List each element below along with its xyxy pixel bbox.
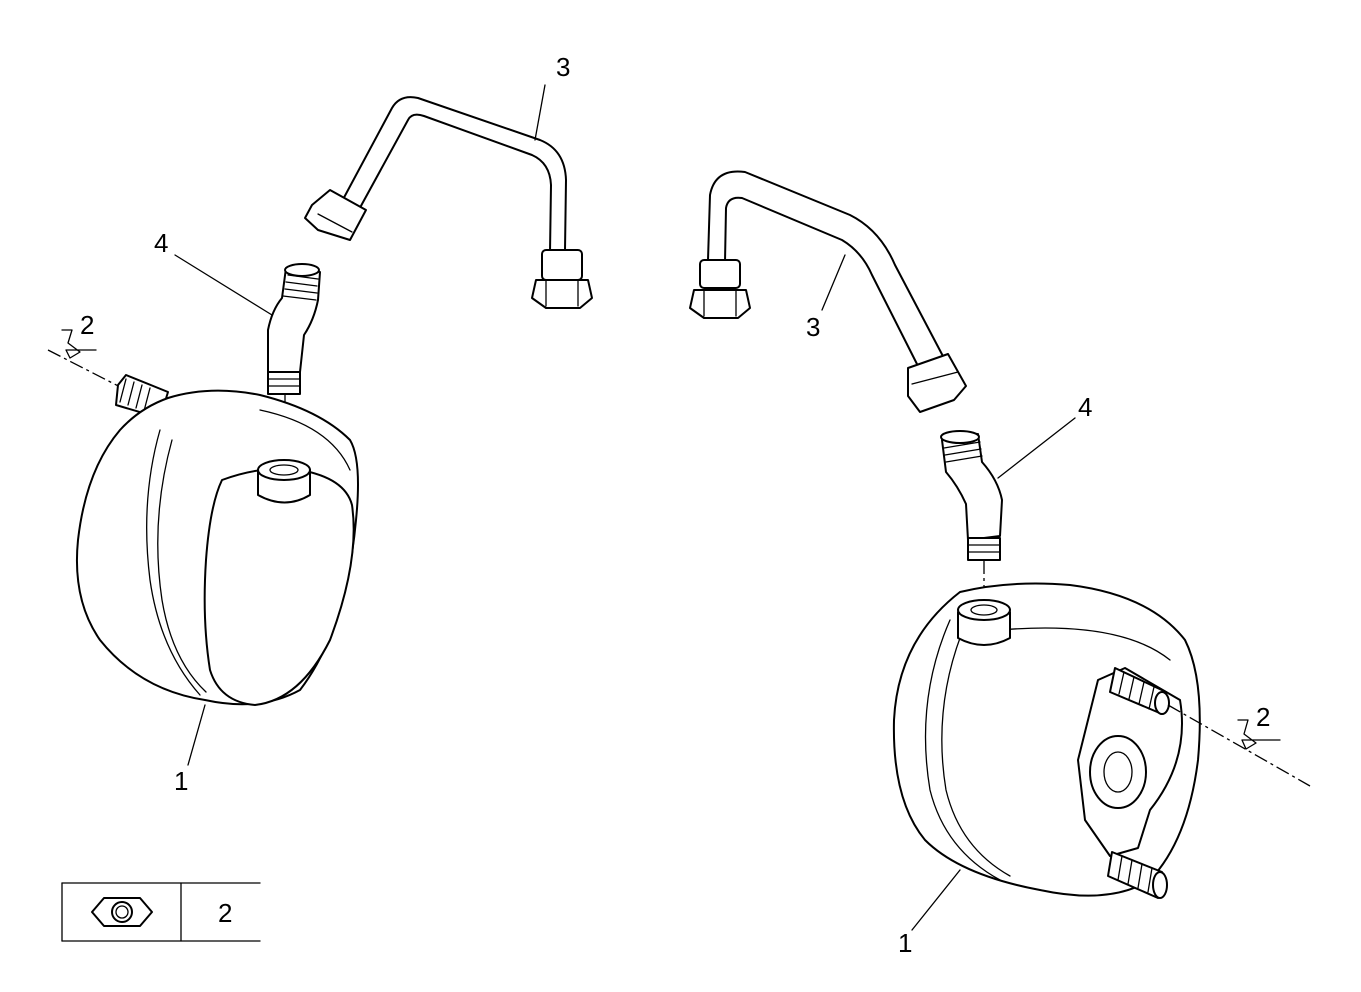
left-brake-pipe — [304, 96, 593, 309]
right-elbow-fitting — [940, 430, 1003, 600]
right-nut-ref-callout: 2 — [1256, 702, 1270, 732]
left-nut-ref-callout: 2 — [80, 310, 94, 340]
left-elbow-fitting — [267, 263, 321, 470]
right-pipe-callout: 3 — [806, 312, 820, 342]
left-chamber-callout: 1 — [174, 766, 188, 796]
right-brake-pipe — [689, 170, 967, 413]
left-pipe-callout: 3 — [556, 52, 570, 82]
hex-nut-icon — [91, 897, 153, 927]
right-fitting-callout: 4 — [1078, 392, 1092, 422]
right-brake-chamber — [892, 582, 1201, 897]
hardware-legend: 2 — [61, 882, 261, 942]
right-upper-stud — [1109, 667, 1311, 787]
left-brake-chamber — [75, 389, 359, 706]
right-lower-stud — [1107, 851, 1168, 899]
left-fitting-callout: 4 — [154, 228, 168, 258]
legend-number: 2 — [218, 898, 232, 928]
right-chamber-callout: 1 — [898, 928, 912, 958]
